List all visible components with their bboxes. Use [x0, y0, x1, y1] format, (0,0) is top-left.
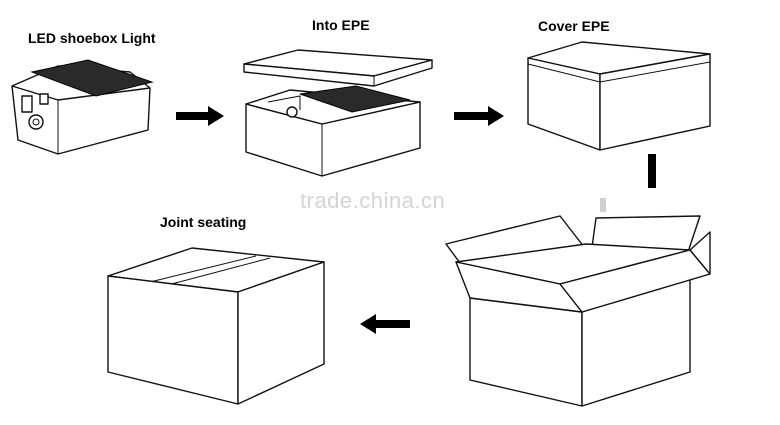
joint-seating-illustration [107, 247, 325, 405]
arrow-left-icon [360, 314, 410, 334]
step-label-into-epe: Into EPE [312, 17, 370, 33]
step-label-cover-epe: Cover EPE [538, 18, 610, 34]
arrow-right-icon [176, 106, 224, 126]
step-label-led-shoebox-light: LED shoebox Light [28, 30, 156, 46]
led-panel-icon [30, 59, 154, 97]
into-epe-illustration [243, 49, 433, 177]
step-label-joint-seating: Joint seating [160, 214, 247, 230]
open-carton-illustration [445, 215, 711, 407]
watermark: trade.china.cn [300, 188, 446, 213]
arrow-down-icon [648, 154, 656, 188]
led-shoebox-light-illustration [11, 59, 154, 155]
arrow-right-icon [454, 106, 504, 126]
cover-epe-illustration [527, 41, 711, 151]
